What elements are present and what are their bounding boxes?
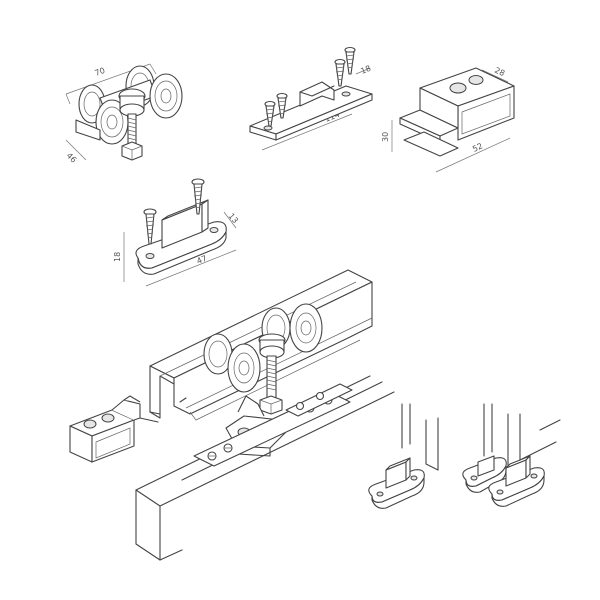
floor-guide-dim-height: 18 [113,252,122,262]
floor-guide-part: 18 13 47 [113,178,240,287]
end-stop-part: 114 18 [249,46,373,151]
trolley-dim-width: 70 [94,66,107,78]
floor-guide-detail-right [462,403,561,507]
floor-guide-screw-right [191,178,205,215]
wall-bracket-dim-height: 30 [381,132,390,142]
end-stop-dim-height: 18 [359,64,372,76]
wall-bracket-dim-depth: 28 [493,66,506,78]
trolley-front-wheel-right [149,73,183,119]
trolley-dim-depth: 46 [65,151,79,165]
end-stop-screw-right [334,58,346,87]
end-stop-screw-left2 [276,92,288,119]
wall-bracket-part: 28 30 52 [381,66,515,173]
wall-bracket-hole-1 [449,82,467,94]
wall-bracket-dim-length: 52 [471,141,484,153]
trolley-part: 70 46 [65,63,183,165]
end-stop-screw-right2 [344,46,356,75]
floor-guide-detail-left [368,403,439,509]
floor-guide-dim-length: 47 [195,254,208,266]
floor-guide-screw-left [143,208,157,245]
assembly-wall-bracket [69,395,161,463]
floor-guide-dim-width: 13 [226,212,239,226]
assembly-view [135,269,395,561]
wall-bracket-hole-2 [468,75,484,85]
assembly-trolley [203,303,323,415]
end-stop-screw-left [264,100,276,127]
